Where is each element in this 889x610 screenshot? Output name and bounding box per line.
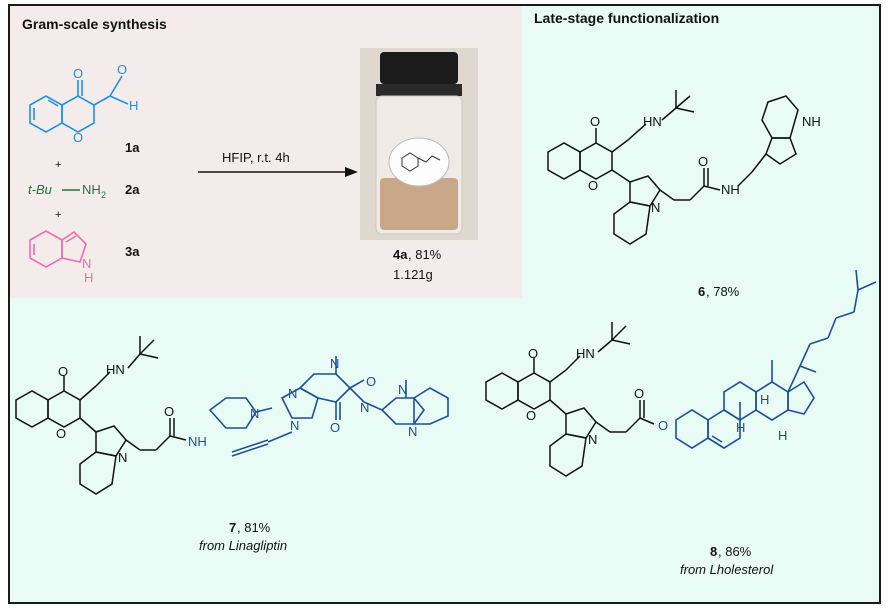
atom-n: N [360,400,369,415]
source-8: from Lholesterol [680,562,774,577]
compound-1a-structure [29,75,129,133]
plus-sign: + [55,209,61,221]
atom-h: H [736,420,745,435]
atom-o: O [117,62,127,77]
atom-h: H [84,270,93,285]
conditions-label: HFIP, r.t. 4h [222,150,290,165]
arrowhead [345,167,358,177]
cholesterol-fragment-structure [675,269,877,449]
atom-hn: HN [576,346,595,361]
atom-o: O [164,404,174,419]
label-6: 6 [698,284,705,299]
nh2-label: NH [82,182,101,197]
product-vial-photo [360,48,478,240]
compound-3a-structure [29,230,87,268]
atom-o: O [526,408,536,423]
atom-nh: NH [721,182,740,197]
late-stage-title: Late-stage functionalization [534,10,720,26]
source-7: from Linagliptin [199,538,287,553]
compound-7-core-structure [15,336,187,495]
atom-n: N [118,450,127,465]
atom-n: N [290,418,299,433]
compound-6-structure [547,90,799,245]
label-4a: 4a [393,247,408,262]
atom-o: O [58,364,68,379]
compound-8-core-structure [485,322,655,477]
label-3a: 3a [125,244,140,259]
atom-n: N [250,406,259,421]
atom-o: O [698,154,708,169]
atom-n: N [588,432,597,447]
atom-n: N [398,382,407,397]
atom-n: N [330,356,339,371]
atom-o: O [366,374,376,389]
label-8: 8 [710,544,717,559]
yield-8: , 86% [718,544,752,559]
atom-o: O [634,386,644,401]
plus-sign: + [55,159,61,171]
atom-o: O [588,178,598,193]
atom-o: O [73,66,83,81]
atom-nh: NH [802,114,821,129]
mass-4a: 1.121g [393,267,433,282]
yield-6: , 78% [706,284,740,299]
atom-nh: NH [188,434,207,449]
gram-scale-title: Gram-scale synthesis [22,16,167,32]
atom-n: N [288,386,297,401]
atom-h: H [760,392,769,407]
atom-hn: HN [643,114,662,129]
atom-o: O [528,346,538,361]
atom-o: O [56,426,66,441]
atom-n: N [651,200,660,215]
label-7: 7 [229,520,236,535]
atom-n: N [82,256,91,271]
atom-o: O [73,130,83,145]
nh2-subscript: 2 [101,190,106,200]
atom-o: O [330,420,340,435]
atom-n: N [408,424,417,439]
label-1a: 1a [125,140,140,155]
atom-h: H [129,98,138,113]
linagliptin-fragment-structure [208,356,449,457]
yield-4a: , 81% [408,247,442,262]
yield-7: , 81% [237,520,271,535]
atom-o: O [658,418,668,433]
atom-o: O [590,114,600,129]
label-2a: 2a [125,182,140,197]
atom-h: H [778,428,787,443]
tbu-label: t-Bu [28,182,52,197]
atom-hn: HN [106,362,125,377]
